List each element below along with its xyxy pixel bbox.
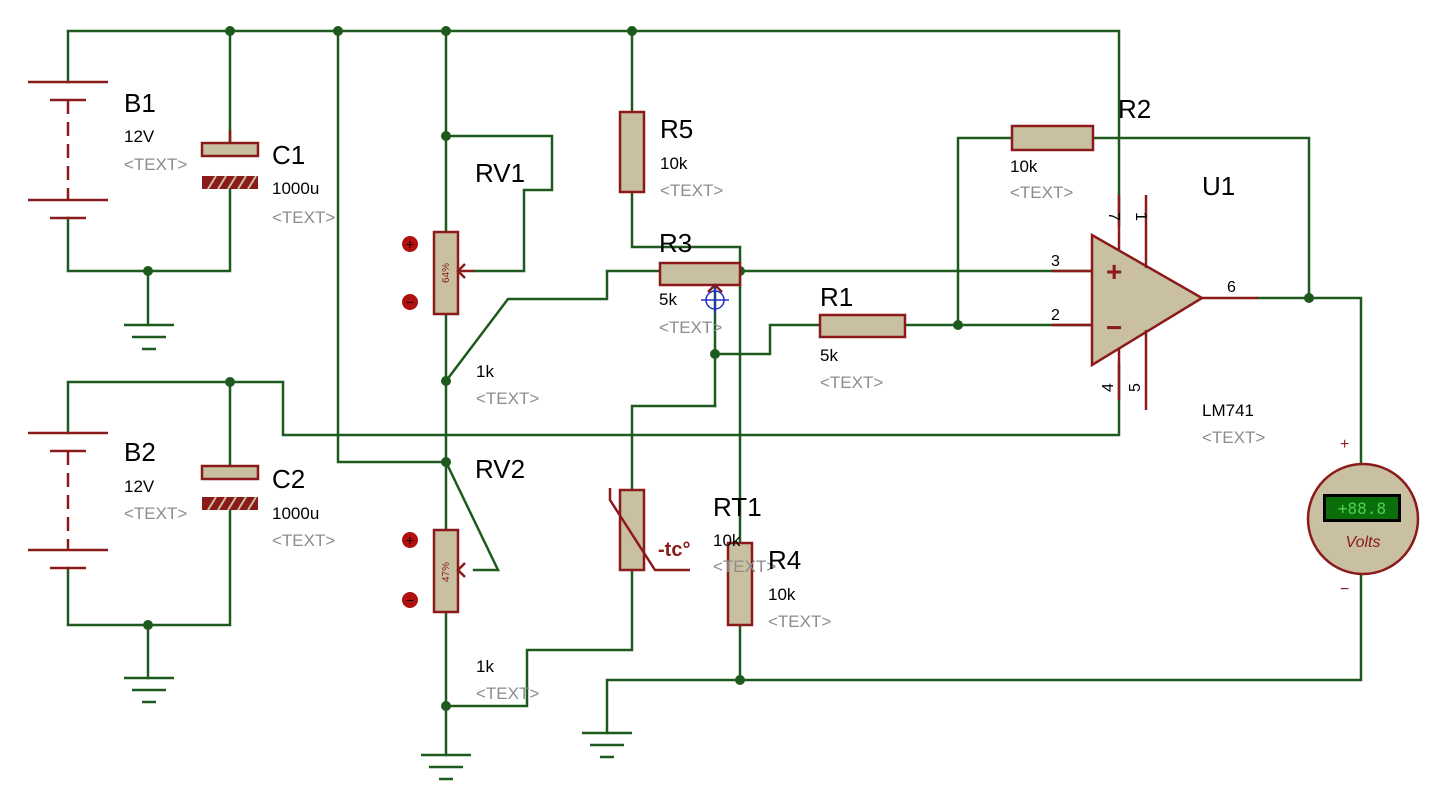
u1-text: <TEXT> <box>1202 428 1265 447</box>
voltmeter-display: +88.8 <box>1338 499 1386 518</box>
rv2-ref: RV2 <box>475 454 525 484</box>
rv1-value: 1k <box>476 362 494 381</box>
r2-text: <TEXT> <box>1010 183 1073 202</box>
rv2-text: <TEXT> <box>476 684 539 703</box>
svg-text:−: − <box>405 296 414 309</box>
resistor-R4[interactable] <box>726 541 754 627</box>
u1-ref: U1 <box>1202 171 1235 201</box>
potentiometer-RV1[interactable]: 64% + − <box>402 230 474 316</box>
rv1-ref: RV1 <box>475 158 525 188</box>
opamp-plus-sign: + <box>1106 256 1122 287</box>
b1-text: <TEXT> <box>124 155 187 174</box>
component-labels: B1 12V <TEXT> C1 1000u <TEXT> B2 12V <TE… <box>124 88 1265 703</box>
r2-ref: R2 <box>1118 94 1151 124</box>
capacitor-C1[interactable] <box>200 130 260 190</box>
voltmeter-unit: Volts <box>1346 534 1381 551</box>
b2-value: 12V <box>124 477 155 496</box>
pin-3: 3 <box>1051 253 1060 270</box>
svg-text:+: + <box>405 238 414 251</box>
rv2-percent: 47% <box>441 562 452 582</box>
rv1-percent: 64% <box>441 263 452 283</box>
voltmeter-plus: + <box>1340 436 1349 453</box>
wires <box>66 29 1363 757</box>
c1-ref: C1 <box>272 140 305 170</box>
rv2-increment-button[interactable] <box>402 532 418 548</box>
rt1-symbol: -tc° <box>658 539 690 561</box>
battery-B2[interactable] <box>28 431 108 570</box>
r3-value: 5k <box>659 290 677 309</box>
opamp-pin-numbers: 3 2 6 7 1 4 5 <box>1051 212 1236 392</box>
pin-5: 5 <box>1127 383 1144 392</box>
svg-text:+: + <box>405 534 414 547</box>
probe-crosshair-icon <box>701 286 729 314</box>
resistor-R1[interactable] <box>818 313 907 339</box>
potentiometer-RV2[interactable]: 47% + − <box>402 528 466 614</box>
r4-ref: R4 <box>768 545 801 575</box>
r3-text: <TEXT> <box>659 318 722 337</box>
thermistor-RT1[interactable]: -tc° <box>608 488 690 572</box>
b2-ref: B2 <box>124 437 156 467</box>
rv1-increment-button[interactable] <box>402 236 418 252</box>
rt1-ref: RT1 <box>713 492 762 522</box>
r5-text: <TEXT> <box>660 181 723 200</box>
r1-ref: R1 <box>820 282 853 312</box>
resistor-R5[interactable] <box>618 110 646 194</box>
opamp-minus-sign: − <box>1106 312 1122 343</box>
resistor-R2[interactable] <box>1010 124 1095 152</box>
r1-value: 5k <box>820 346 838 365</box>
voltmeter[interactable]: +88.8 Volts + − <box>1306 436 1420 598</box>
b2-text: <TEXT> <box>124 504 187 523</box>
junctions <box>143 26 1314 711</box>
c2-ref: C2 <box>272 464 305 494</box>
b1-ref: B1 <box>124 88 156 118</box>
ground-symbols <box>124 323 632 781</box>
rv2-decrement-button[interactable] <box>402 592 418 608</box>
pin-6: 6 <box>1227 279 1236 296</box>
battery-B1[interactable] <box>28 80 108 220</box>
pin-7: 7 <box>1105 212 1122 221</box>
r4-value: 10k <box>768 585 796 604</box>
pin-2: 2 <box>1051 307 1060 324</box>
rt1-text: <TEXT> <box>713 557 776 576</box>
r5-ref: R5 <box>660 114 693 144</box>
c2-text: <TEXT> <box>272 531 335 550</box>
r5-value: 10k <box>660 154 688 173</box>
c1-text: <TEXT> <box>272 208 335 227</box>
r1-text: <TEXT> <box>820 373 883 392</box>
r4-text: <TEXT> <box>768 612 831 631</box>
resistor-R3[interactable] <box>658 261 742 293</box>
u1-value: LM741 <box>1202 401 1254 420</box>
rv1-text: <TEXT> <box>476 389 539 408</box>
c1-value: 1000u <box>272 179 319 198</box>
rv2-value: 1k <box>476 657 494 676</box>
r3-ref: R3 <box>659 228 692 258</box>
pin-4: 4 <box>1100 383 1117 392</box>
opamp-U1[interactable]: + − <box>1052 195 1258 410</box>
b1-value: 12V <box>124 127 155 146</box>
rt1-value: 10k <box>713 531 741 550</box>
c2-value: 1000u <box>272 504 319 523</box>
capacitor-C2[interactable] <box>200 464 260 511</box>
voltmeter-minus: − <box>1340 581 1349 598</box>
svg-text:−: − <box>405 594 414 607</box>
rv1-decrement-button[interactable] <box>402 294 418 310</box>
pin-1: 1 <box>1132 212 1149 221</box>
r2-value: 10k <box>1010 157 1038 176</box>
